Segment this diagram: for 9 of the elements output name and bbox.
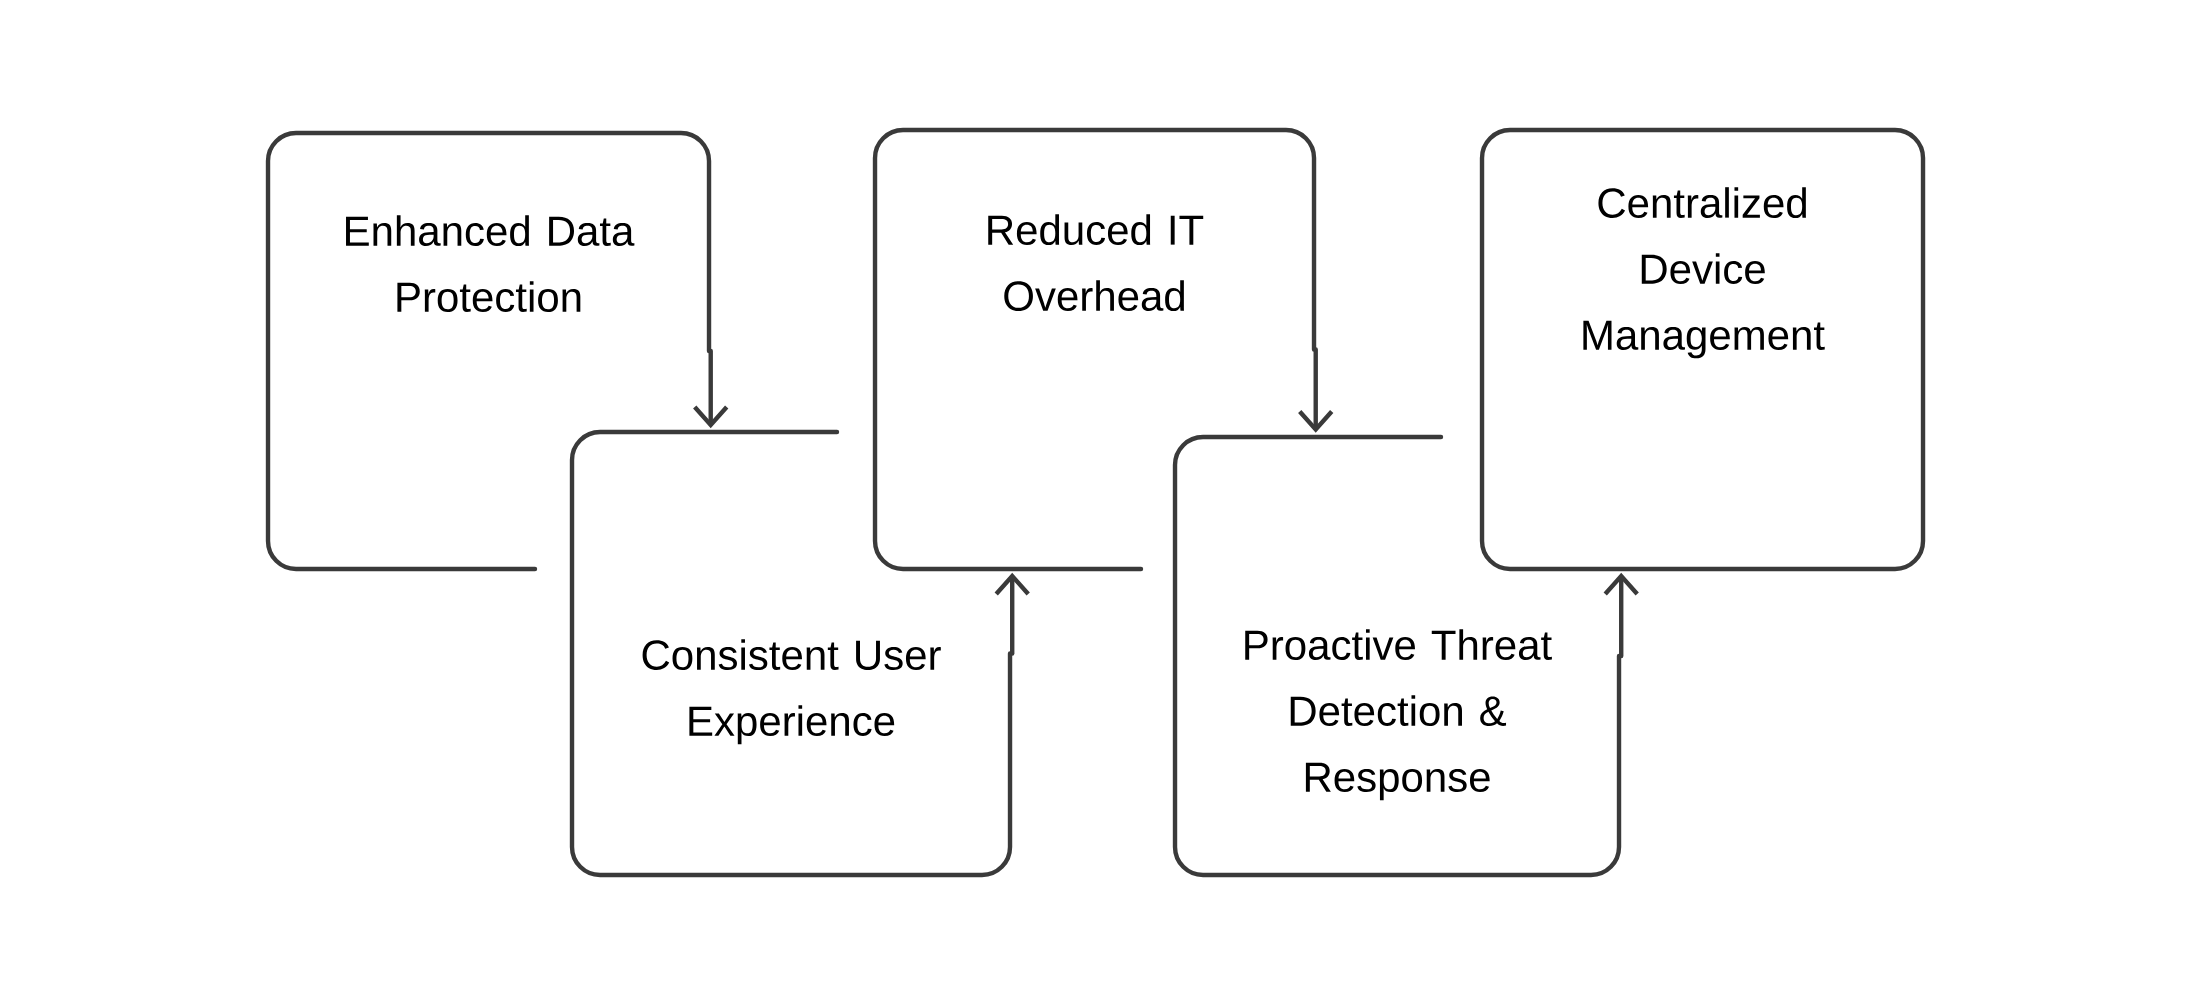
- process-box: Reduced IT Overhead: [872, 127, 1317, 572]
- process-box: Centralized Device Management: [1479, 127, 1926, 572]
- arrow: [1603, 572, 1639, 659]
- process-box: Enhanced Data Protection: [265, 130, 712, 572]
- arrow: [693, 348, 729, 429]
- process-box: Consistent User Experience: [569, 429, 1013, 878]
- process-box: Proactive Threat Detection & Response: [1172, 434, 1622, 878]
- arrow: [994, 572, 1030, 656]
- arrow: [1298, 347, 1334, 433]
